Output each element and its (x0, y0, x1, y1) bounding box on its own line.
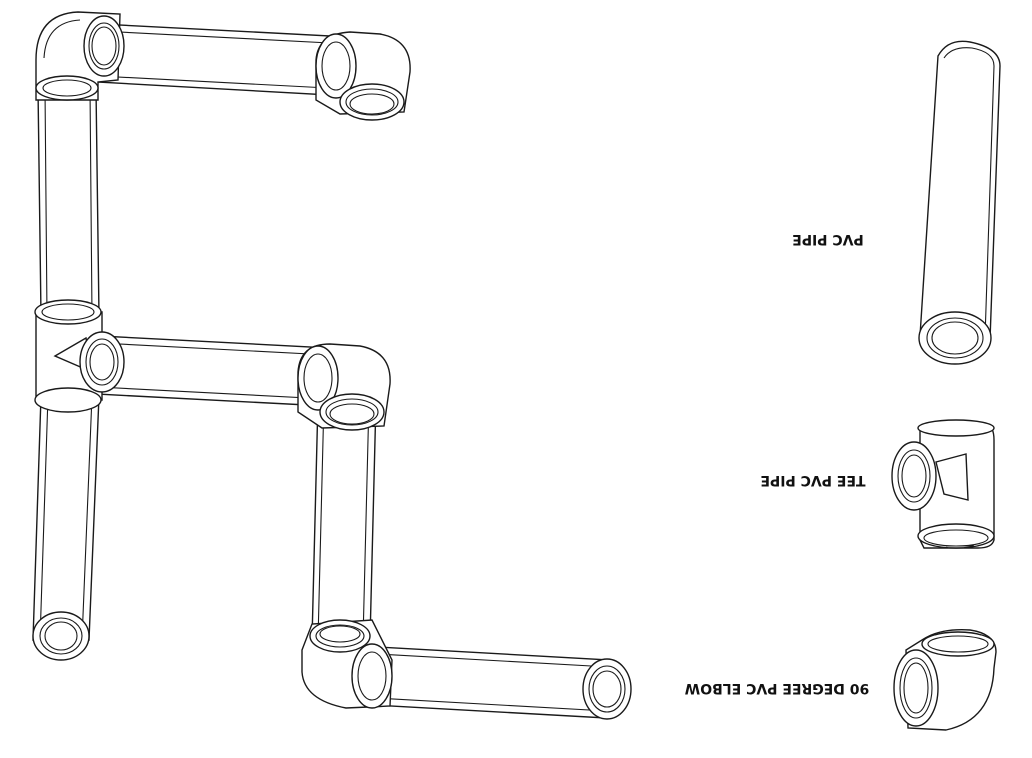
legend-label-pvc-pipe: PVC PIPE (792, 231, 864, 247)
pipe-segment-bottom (355, 645, 611, 719)
pipe-segment-left-upper (37, 87, 100, 317)
pipe-end-left-bottom (32, 611, 90, 661)
legend-label-tee: TEE PVC PIPE (760, 472, 865, 488)
pvc-assembly-structure (32, 11, 632, 720)
pipe-segment-middle (95, 335, 331, 407)
tee-fitting-left-junction (34, 299, 125, 413)
elbow-fitting-bottom (301, 619, 393, 709)
elbow-fitting-top-right (315, 31, 411, 121)
elbow-fitting-top-left (35, 11, 125, 101)
legend-tee-illustration (891, 419, 995, 549)
legend: PVC PIPE TEE PVC PIPE 90 DEGREE PVC ELBO… (685, 40, 1001, 731)
legend-pvc-pipe-illustration (918, 40, 1001, 365)
legend-elbow-illustration (893, 629, 997, 731)
elbow-fitting-middle-right (297, 343, 391, 431)
pipe-end-bottom-right (582, 658, 632, 720)
legend-label-elbow: 90 DEGREE PVC ELBOW (685, 680, 870, 696)
pipe-segment-left-lower (32, 395, 100, 641)
pipe-segment-right (311, 399, 377, 641)
pipe-segment-top (96, 23, 351, 97)
